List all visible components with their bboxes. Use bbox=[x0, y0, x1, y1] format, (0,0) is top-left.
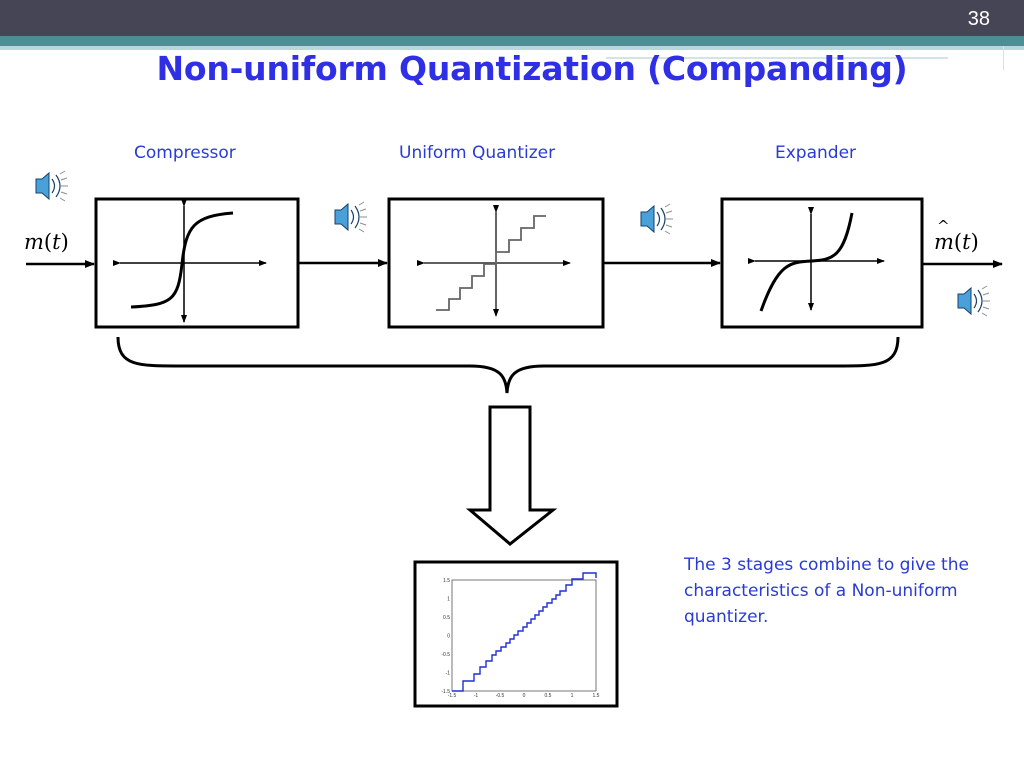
description-text: The 3 stages combine to give the charact… bbox=[684, 555, 969, 627]
y-tick-label: 1.5 bbox=[443, 578, 450, 584]
x-tick-label: 0 bbox=[523, 693, 526, 699]
speaker-icon[interactable] bbox=[35, 170, 69, 202]
decorative-rule bbox=[606, 57, 948, 59]
speaker-icon[interactable] bbox=[334, 201, 368, 233]
speaker-icon[interactable] bbox=[640, 203, 674, 235]
expander-label: Expander bbox=[775, 143, 857, 163]
x-tick-label: -0.5 bbox=[496, 693, 505, 699]
x-tick-label: -1.5 bbox=[448, 693, 457, 699]
nonuniform-staircase bbox=[452, 572, 597, 692]
slide-number: 38 bbox=[967, 8, 990, 30]
accent-bar-light bbox=[0, 46, 1024, 50]
y-tick-label: -0.5 bbox=[441, 652, 450, 658]
expander-block bbox=[720, 197, 924, 329]
speaker-icon[interactable] bbox=[957, 285, 991, 317]
result-plot: 1.5 1 0.5 0 -0.5 -1 -1.5 -1.5 -1 -0.5 0 0.5 1 1.5 bbox=[413, 560, 619, 708]
staircase-line bbox=[436, 215, 546, 311]
page-title: Non-uniform Quantization (Companding) bbox=[156, 49, 908, 88]
x-tick-label: 1 bbox=[571, 693, 574, 699]
down-arrow bbox=[465, 405, 558, 546]
compressor-label: Compressor bbox=[134, 143, 236, 163]
accent-bar bbox=[0, 36, 1024, 46]
expander-curve bbox=[759, 212, 854, 312]
output-signal-label: m(t) bbox=[934, 217, 979, 254]
compressor-block bbox=[94, 197, 300, 329]
top-bar bbox=[0, 0, 1024, 36]
x-tick-label: 0.5 bbox=[545, 693, 552, 699]
combine-brace bbox=[116, 336, 900, 394]
compressor-curve bbox=[130, 211, 234, 309]
y-tick-label: 0 bbox=[447, 634, 450, 640]
y-tick-label: -1.5 bbox=[441, 689, 450, 695]
quantizer-block bbox=[387, 197, 605, 329]
y-tick-label: -1 bbox=[446, 671, 451, 677]
x-tick-label: 1.5 bbox=[593, 693, 600, 699]
y-tick-label: 0.5 bbox=[443, 615, 450, 621]
decorative-rule bbox=[1003, 46, 1004, 70]
input-signal-label: m(t) bbox=[24, 230, 69, 254]
y-tick-label: 1 bbox=[447, 597, 450, 603]
x-tick-label: -1 bbox=[474, 693, 479, 699]
quantizer-label: Uniform Quantizer bbox=[399, 143, 556, 163]
